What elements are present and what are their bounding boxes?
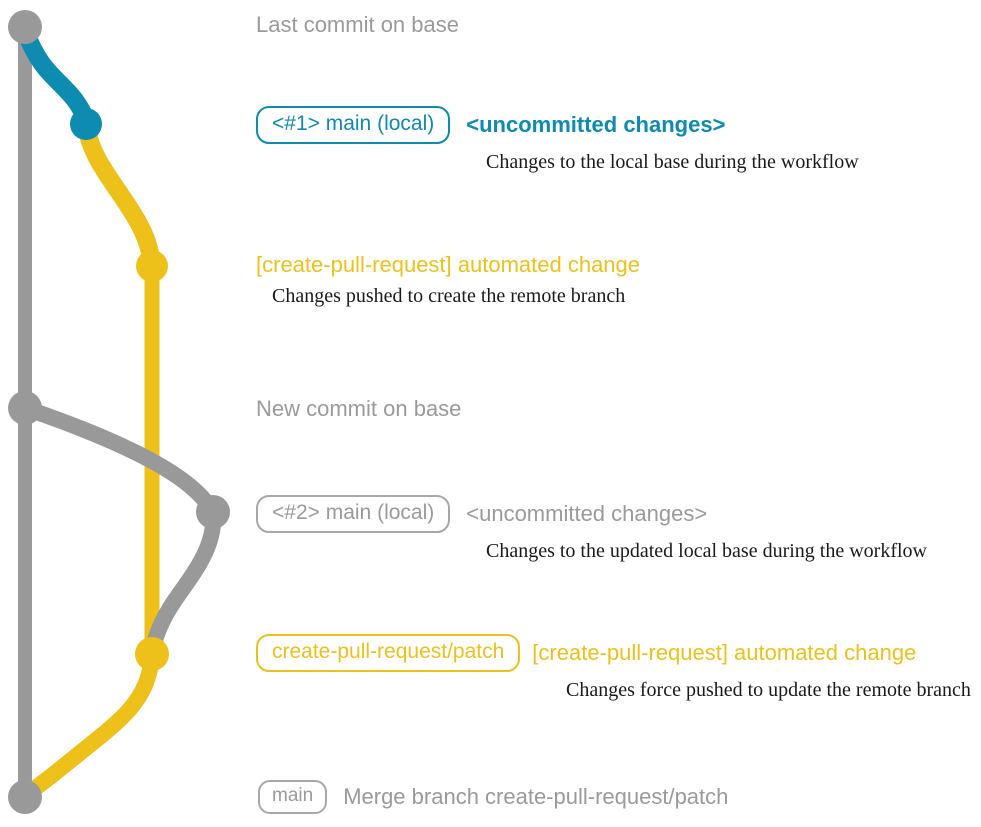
commit-node-new-commit-on-base[interactable]: [8, 391, 42, 425]
headline-local-changes-1: <#1> main (local) <uncommitted changes>: [256, 106, 859, 144]
description-wrap-automated-change-1: Changes pushed to create the remote bran…: [272, 284, 640, 308]
description-wrap-local-changes-1: Changes to the local base during the wor…: [486, 150, 859, 174]
description-wrap-local-changes-2: Changes to the updated local base during…: [486, 539, 927, 563]
commit-headline-new-commit-on-base: New commit on base: [256, 396, 462, 421]
commit-headline-automated-change-1: [create-pull-request] automated change: [256, 252, 641, 277]
row-new-commit-on-base: New commit on base: [256, 396, 461, 422]
row-merge-commit: main Merge branch create-pull-request/pa…: [258, 780, 728, 814]
commit-node-last-commit-on-base[interactable]: [8, 10, 42, 44]
local-branch-line: [16, 21, 95, 133]
row-local-changes-1: <#1> main (local) <uncommitted changes> …: [256, 106, 859, 174]
row-last-commit-on-base: Last commit on base: [256, 12, 459, 38]
updated-local-branch-line: [17, 400, 221, 520]
headline-automated-change-1: [create-pull-request] automated change: [256, 252, 640, 278]
patch-branch-line-upper: [77, 115, 161, 275]
row-automated-change-2: create-pull-request/patch [create-pull-r…: [256, 634, 971, 702]
commit-description-automated-change-1: Changes pushed to create the remote bran…: [272, 285, 626, 307]
branch-badge-main-local-2[interactable]: <#2> main (local): [256, 495, 451, 533]
commit-node-local-changes-2[interactable]: [196, 495, 230, 529]
commit-headline-last-commit-on-base: Last commit on base: [256, 12, 459, 37]
branch-badge-main[interactable]: main: [258, 780, 328, 814]
commit-description-local-changes-2: Changes to the updated local base during…: [486, 540, 927, 562]
branch-badge-create-pull-request-patch[interactable]: create-pull-request/patch: [256, 634, 521, 672]
commit-description-automated-change-2: Changes force pushed to update the remot…: [566, 679, 971, 701]
commit-node-local-changes-1[interactable]: [70, 108, 102, 140]
commit-node-merge-commit[interactable]: [8, 780, 42, 814]
commit-node-automated-change-2[interactable]: [135, 637, 169, 671]
commit-description-local-changes-1: Changes to the local base during the wor…: [486, 151, 859, 173]
commit-headline-local-changes-2: <uncommitted changes>: [466, 501, 708, 526]
branch-badge-main-local-1[interactable]: <#1> main (local): [256, 106, 451, 144]
commit-headline-local-changes-1: <uncommitted changes>: [466, 112, 726, 137]
row-local-changes-2: <#2> main (local) <uncommitted changes> …: [256, 495, 927, 563]
headline-automated-change-2: create-pull-request/patch [create-pull-r…: [256, 634, 971, 672]
commit-headline-automated-change-2: [create-pull-request] automated change: [532, 640, 917, 665]
headline-local-changes-2: <#2> main (local) <uncommitted changes>: [256, 495, 927, 533]
commit-node-automated-change-1[interactable]: [136, 250, 168, 282]
patch-merge-line: [17, 646, 160, 803]
commit-headline-merge-commit: Merge branch create-pull-request/patch: [343, 784, 729, 809]
updated-local-to-patch-line: [144, 504, 222, 662]
row-automated-change-1: [create-pull-request] automated change C…: [256, 252, 640, 308]
description-wrap-automated-change-2: Changes force pushed to update the remot…: [566, 678, 971, 702]
